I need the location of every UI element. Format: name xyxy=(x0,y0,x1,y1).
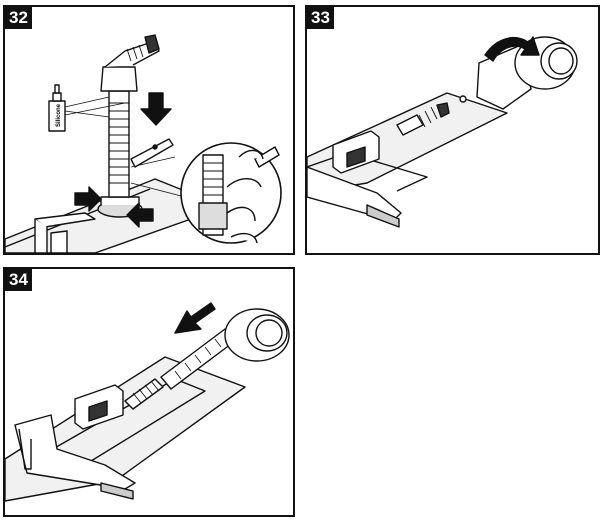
step-34-panel: 34 xyxy=(3,267,295,517)
countertop xyxy=(307,92,508,194)
bottle-label: Silicone xyxy=(56,103,62,127)
step-32-illustration: Silicone xyxy=(5,34,282,253)
spout xyxy=(307,166,402,222)
push-arrow xyxy=(174,302,216,334)
step-32-panel: 32 xyxy=(3,5,295,255)
left-squeeze-arrow xyxy=(74,186,102,212)
step-32-number: 32 xyxy=(5,7,32,29)
hose-connector xyxy=(396,114,424,136)
washer xyxy=(459,95,467,103)
step-34-number: 34 xyxy=(5,269,32,291)
down-arrow xyxy=(140,92,172,126)
hose-connector xyxy=(124,378,164,410)
step-33-number: 33 xyxy=(307,7,334,29)
step-34-illustration xyxy=(5,302,290,502)
step-33-illustration xyxy=(307,36,578,228)
right-squeeze-arrow xyxy=(126,202,154,228)
spout xyxy=(14,414,136,490)
hose xyxy=(108,90,130,198)
rotate-arrow xyxy=(484,36,540,62)
clip xyxy=(130,138,174,168)
step-33-panel: 33 xyxy=(305,5,600,255)
